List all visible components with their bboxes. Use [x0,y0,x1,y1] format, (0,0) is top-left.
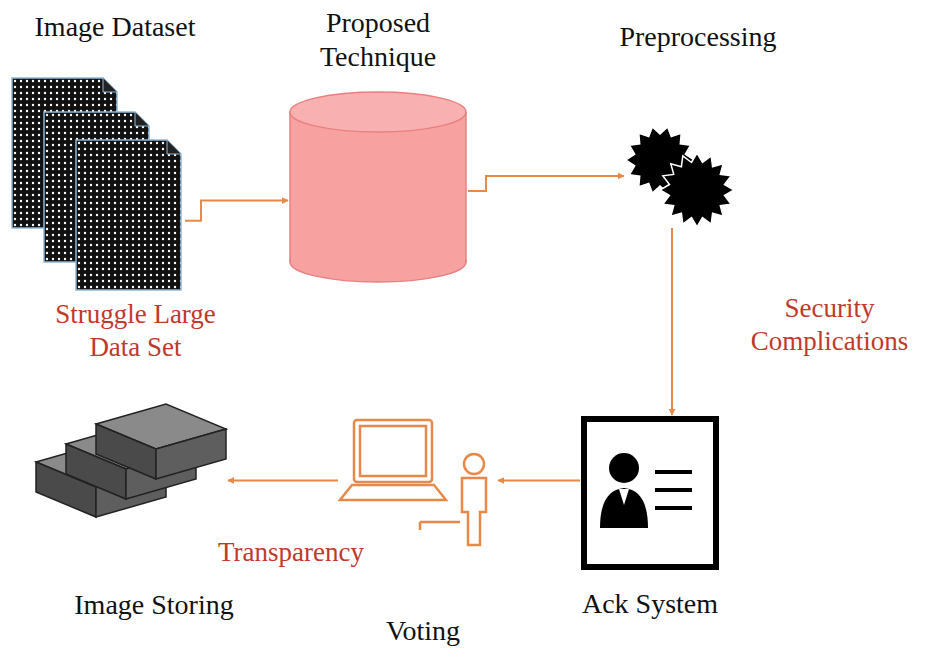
edge-label: Struggle Large Data Set [55,299,216,362]
node-caption: Voting [368,614,478,648]
connector-arrow [498,480,580,482]
gear-icon [626,127,734,227]
storage-drives [36,404,226,517]
laptop-voter-icon [340,420,486,545]
node-caption: Preprocessing [598,20,798,54]
document-stack [12,78,181,290]
connector-arrow [468,176,624,191]
edge-label-box: Transparency [196,536,386,569]
edge-label: Security Complications [751,293,909,356]
node-caption: Image Dataset [10,10,220,44]
voting-node: Voting [338,418,498,548]
gear-shape [660,153,734,227]
storage-node: Image Storing [34,402,228,522]
node-caption: Proposed Technique [283,6,473,74]
database-cylinder [290,92,466,282]
edge-label-box: Struggle Large Data Set [28,298,243,364]
id-card-node: Ack System [580,415,720,571]
id-card-icon [584,419,716,567]
node-caption: Image Storing [54,588,254,622]
process-node: Preprocessing [624,124,736,228]
connector-arrow [671,228,673,415]
node-caption: Ack System [560,587,740,621]
dataset-node: Image Dataset [10,76,185,292]
edge-label: Transparency [218,537,364,567]
edge-label-box: Security Complications [732,292,927,358]
database-node: Proposed Technique [288,90,468,284]
connector-arrow [185,201,288,221]
connector-arrow [228,479,338,481]
